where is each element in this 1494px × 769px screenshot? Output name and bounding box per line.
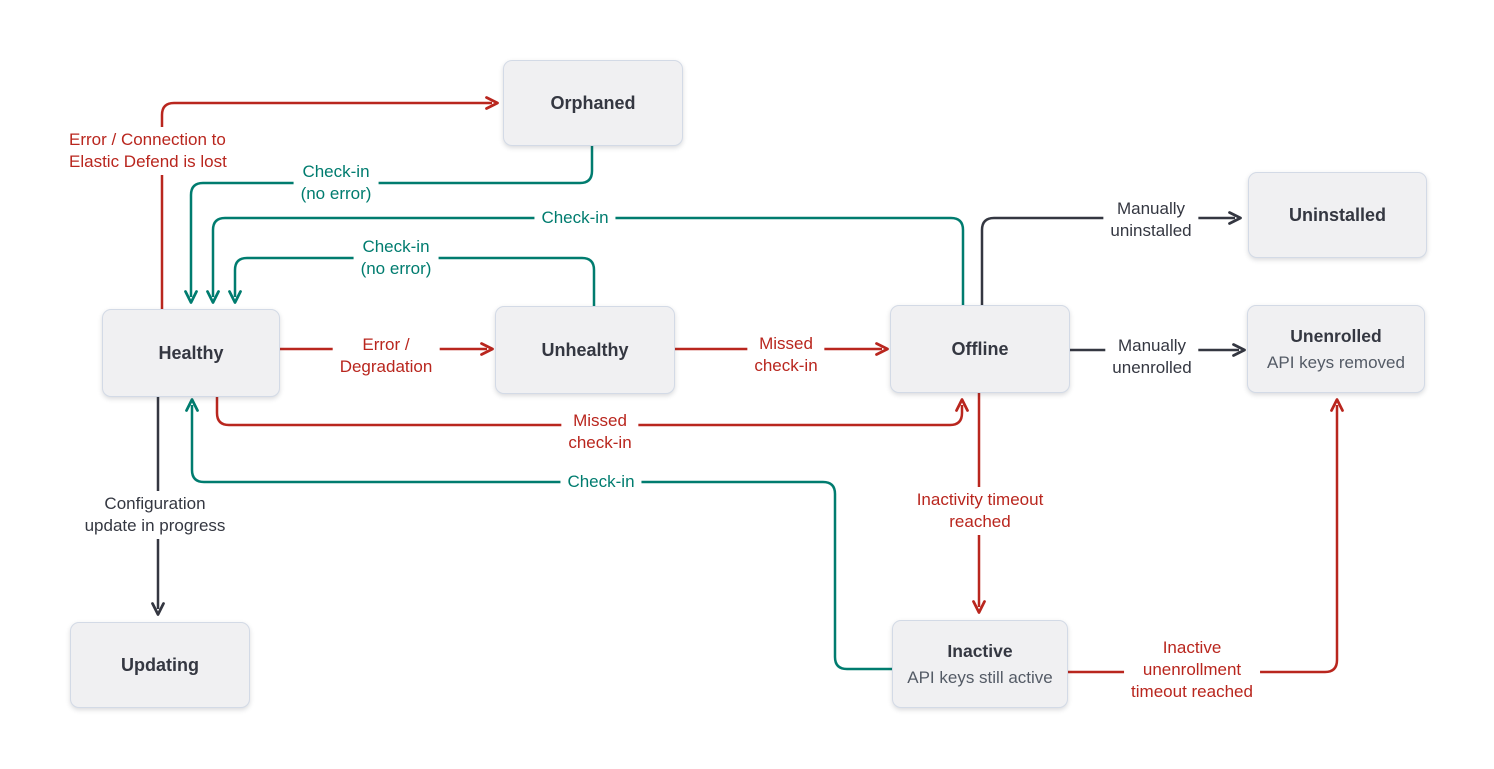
edge-healthy-to-orphaned [160,96,499,309]
edge-label-inactive-to-unenrolled: Inactive unenrollment timeout reached [1124,635,1260,705]
edge-label-line: Check-in [302,162,370,181]
node-title-inactive: Inactive [947,640,1013,661]
edge-label-healthy-to-updating: Configuration update in progress [77,491,233,539]
node-title-orphaned: Orphaned [550,93,636,113]
edge-label-line: Manually [1116,199,1186,218]
node-updating: Updating [70,622,250,708]
edge-offline-to-uninstalled [980,211,1242,305]
edge-label-unhealthy-to-healthy: Check-in (no error) [353,234,439,282]
node-offline: Offline [890,305,1070,393]
edge-label-line: check-in [754,356,818,375]
edge-label-line: (no error) [360,259,432,278]
edge-offline-to-healthy [206,216,965,305]
edge-inactive-to-healthy [185,398,892,671]
edge-label-line: update in progress [84,516,226,535]
node-subtitle-inactive: API keys still active [907,667,1053,687]
edge-label-line: Inactivity timeout [916,490,1044,509]
node-title-offline: Offline [951,339,1009,359]
edge-label-line: check-in [568,433,632,452]
edge-label-line: (no error) [300,184,372,203]
node-uninstalled: Uninstalled [1248,172,1427,258]
edge-label-line: Error / [362,335,410,354]
edge-label-orphaned-to-healthy: Check-in (no error) [293,159,379,207]
edge-label-line: unenrolled [1112,358,1192,377]
edge-label-line: reached [949,512,1011,531]
edge-label-line: uninstalled [1110,221,1192,240]
edge-label-offline-to-unenrolled: Manually unenrolled [1105,333,1199,381]
edge-label-line: timeout reached [1131,682,1253,701]
edge-label-line: Manually [1117,336,1187,355]
edge-label-line: unenrollment [1142,660,1242,679]
edge-inactive-to-unenrolled [1068,398,1344,674]
node-healthy: Healthy [102,309,280,397]
node-title-healthy: Healthy [158,343,224,363]
node-unhealthy: Unhealthy [495,306,675,394]
edge-label-offline-to-healthy: Check-in [534,205,616,231]
edge-orphaned-to-healthy [184,146,594,304]
edge-label-inactive-to-healthy: Check-in [560,469,642,495]
edge-label-line: Missed [759,334,813,353]
node-subtitle-unenrolled: API keys removed [1267,352,1405,372]
node-title-unenrolled: Unenrolled [1290,325,1382,346]
edge-label-line: Missed [573,411,627,430]
edge-label-line: Check-in [541,208,609,227]
edge-label-line: Degradation [339,357,433,376]
node-orphaned: Orphaned [503,60,683,146]
node-title-unhealthy: Unhealthy [541,340,629,360]
node-title-uninstalled: Uninstalled [1288,205,1386,225]
edge-label-line: Check-in [362,237,430,256]
edge-label-line: Configuration [104,494,206,513]
edge-label-line: Inactive [1162,638,1222,657]
edge-label-unhealthy-to-offline: Missed check-in [747,331,825,379]
edge-label-healthy-to-unhealthy: Error / Degradation [332,332,440,380]
edge-label-healthy-to-orphaned: Error / Connection to Elastic Defend is l… [62,127,234,175]
edge-label-line: Error / Connection to [69,130,226,149]
node-title-updating: Updating [121,655,199,675]
edge-label-offline-to-uninstalled: Manually uninstalled [1103,196,1199,244]
edge-label-offline-to-inactive: Inactivity timeout reached [909,487,1051,535]
edge-label-line: Check-in [567,472,635,491]
edge-label-line: Elastic Defend is lost [69,152,227,171]
edge-label-healthy-to-offline: Missed check-in [561,408,639,456]
